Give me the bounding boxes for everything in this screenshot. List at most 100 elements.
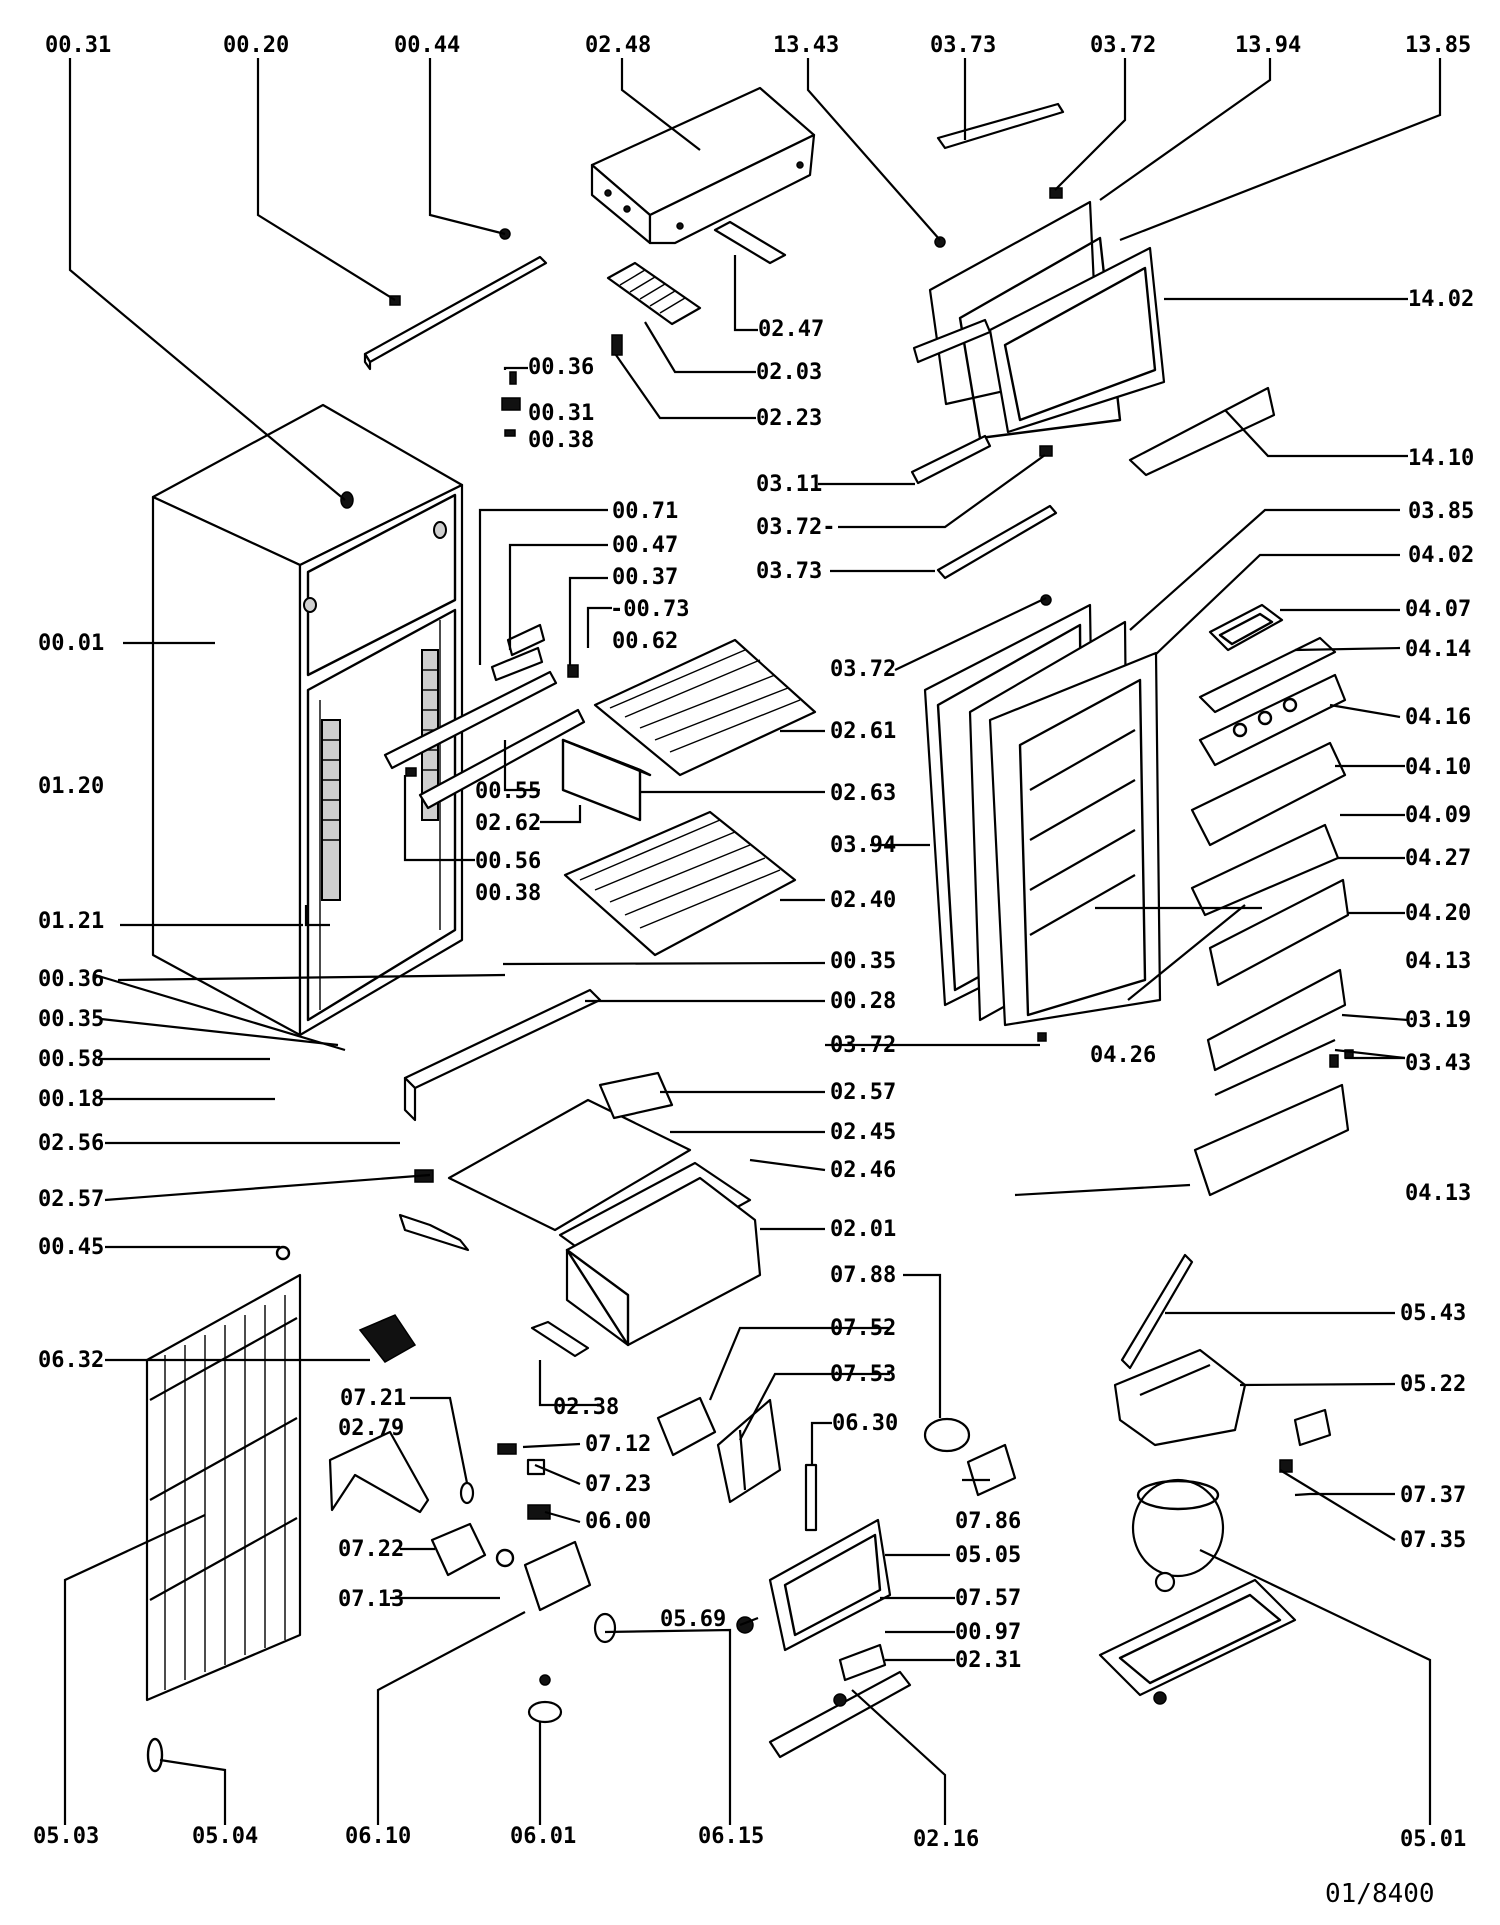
callout-label: 00.97: [955, 1620, 1021, 1645]
callout-label: 02.01: [830, 1217, 896, 1242]
callout-label: 00.37: [612, 565, 678, 590]
callout-label: 00.18: [38, 1087, 104, 1112]
callout-label: 03.73: [756, 559, 822, 584]
callout-label: 13.43: [773, 33, 839, 58]
callout-label: 00.31: [528, 401, 594, 426]
callout-label: 02.79: [338, 1416, 404, 1441]
callout-label: 05.05: [955, 1543, 1021, 1568]
callout-label: 07.23: [585, 1472, 651, 1497]
callout-label: 07.35: [1400, 1528, 1466, 1553]
callout-label: 06.15: [698, 1824, 764, 1849]
callout-label: 02.57: [38, 1187, 104, 1212]
callout-label: 07.53: [830, 1362, 896, 1387]
callout-label: 06.32: [38, 1348, 104, 1373]
callout-label: 07.12: [585, 1432, 651, 1457]
callout-label: 00.38: [475, 881, 541, 906]
freezer-cover-part: [590, 86, 816, 245]
callout-label: 03.11: [756, 472, 822, 497]
callout-label: 04.27: [1405, 846, 1471, 871]
callout-label: 04.16: [1405, 705, 1471, 730]
callout-label: -00.73: [610, 597, 689, 622]
top-hinge-bar-part: [363, 228, 548, 371]
callout-label: 02.03: [756, 360, 822, 385]
callout-label: 07.88: [830, 1263, 896, 1288]
wire-shelves-part: [561, 638, 817, 957]
callout-label: 06.00: [585, 1509, 651, 1534]
callout-label: 02.16: [913, 1827, 979, 1852]
callout-label: 02.38: [553, 1395, 619, 1420]
ice-tray-part: [501, 220, 787, 437]
callout-label: 03.85: [1408, 499, 1474, 524]
callout-label: 00.28: [830, 989, 896, 1014]
callout-label: 04.10: [1405, 755, 1471, 780]
callout-label: 02.31: [955, 1648, 1021, 1673]
callout-label: 00.56: [475, 849, 541, 874]
callout-label: 02.61: [830, 719, 896, 744]
callout-label: 13.94: [1235, 33, 1301, 58]
callout-label: 02.47: [758, 317, 824, 342]
callout-label: 06.30: [832, 1411, 898, 1436]
callout-label: 07.37: [1400, 1483, 1466, 1508]
callout-label: 02.23: [756, 406, 822, 431]
compressor-parts: [1098, 1253, 1332, 1705]
callout-label: 03.72: [830, 657, 896, 682]
callout-label: 02.62: [475, 811, 541, 836]
callout-label: 02.40: [830, 888, 896, 913]
callout-label: 01.20: [38, 774, 104, 799]
callout-label: 07.86: [955, 1509, 1021, 1534]
fridge-door-part: [923, 594, 1162, 1042]
cabinet-body-part: [151, 403, 464, 1037]
callout-label: 00.55: [475, 779, 541, 804]
callout-label: 03.72: [1090, 33, 1156, 58]
thermostat-fan-parts: [656, 1396, 1017, 1759]
callout-label: 00.31: [45, 33, 111, 58]
callout-label: 07.52: [830, 1316, 896, 1341]
callout-label: 02.46: [830, 1158, 896, 1183]
callout-label: 07.22: [338, 1537, 404, 1562]
callout-label: 00.35: [38, 1007, 104, 1032]
callout-label: 02.56: [38, 1131, 104, 1156]
callout-label: 00.20: [223, 33, 289, 58]
callout-label: 00.71: [612, 499, 678, 524]
door-hinge-strip-part: [910, 434, 1058, 580]
shelf-support-rails-part: [383, 623, 586, 810]
callout-label: 00.44: [394, 33, 460, 58]
callout-label: 04.14: [1405, 637, 1471, 662]
callout-label: 00.62: [612, 629, 678, 654]
callout-label: 14.10: [1408, 446, 1474, 471]
leader-lines: [63, 58, 1442, 1825]
condenser-part: [145, 1245, 302, 1773]
callout-label: 04.09: [1405, 803, 1471, 828]
callout-label: 00.01: [38, 631, 104, 656]
callout-label: 00.36: [38, 967, 104, 992]
callout-label: 04.26: [1090, 1043, 1156, 1068]
callout-label: 14.02: [1408, 287, 1474, 312]
callout-label: 05.43: [1400, 1301, 1466, 1326]
callout-label: 07.21: [340, 1386, 406, 1411]
electrical-parts: [328, 1314, 617, 1724]
callout-label: 05.69: [660, 1607, 726, 1632]
callout-labels: 00.31 00.20 00.44 02.48 13.43 03.73 03.7…: [33, 33, 1474, 1852]
callout-label: 03.73: [930, 33, 996, 58]
callout-label: 07.57: [955, 1586, 1021, 1611]
callout-label: 00.35: [830, 949, 896, 974]
callout-label: 05.04: [192, 1824, 258, 1849]
callout-label: 05.03: [33, 1824, 99, 1849]
callout-label: 06.10: [345, 1824, 411, 1849]
callout-label: 03.43: [1405, 1051, 1471, 1076]
callout-label: 02.57: [830, 1080, 896, 1105]
crisper-drawer-part: [398, 988, 762, 1358]
door-bins-part: [1190, 603, 1354, 1197]
callout-label: 04.07: [1405, 597, 1471, 622]
callout-label: 04.02: [1408, 543, 1474, 568]
callout-label: 03.19: [1405, 1008, 1471, 1033]
callout-label: 03.72-: [756, 515, 835, 540]
callout-label: 04.13: [1405, 1181, 1471, 1206]
freezer-door-part: [912, 102, 1276, 477]
callout-label: 07.13: [338, 1587, 404, 1612]
callout-label: 05.01: [1400, 1827, 1466, 1852]
callout-label: 01.21: [38, 909, 104, 934]
callout-label: 02.45: [830, 1120, 896, 1145]
callout-label: 03.94: [830, 833, 896, 858]
callout-label: 00.36: [528, 355, 594, 380]
